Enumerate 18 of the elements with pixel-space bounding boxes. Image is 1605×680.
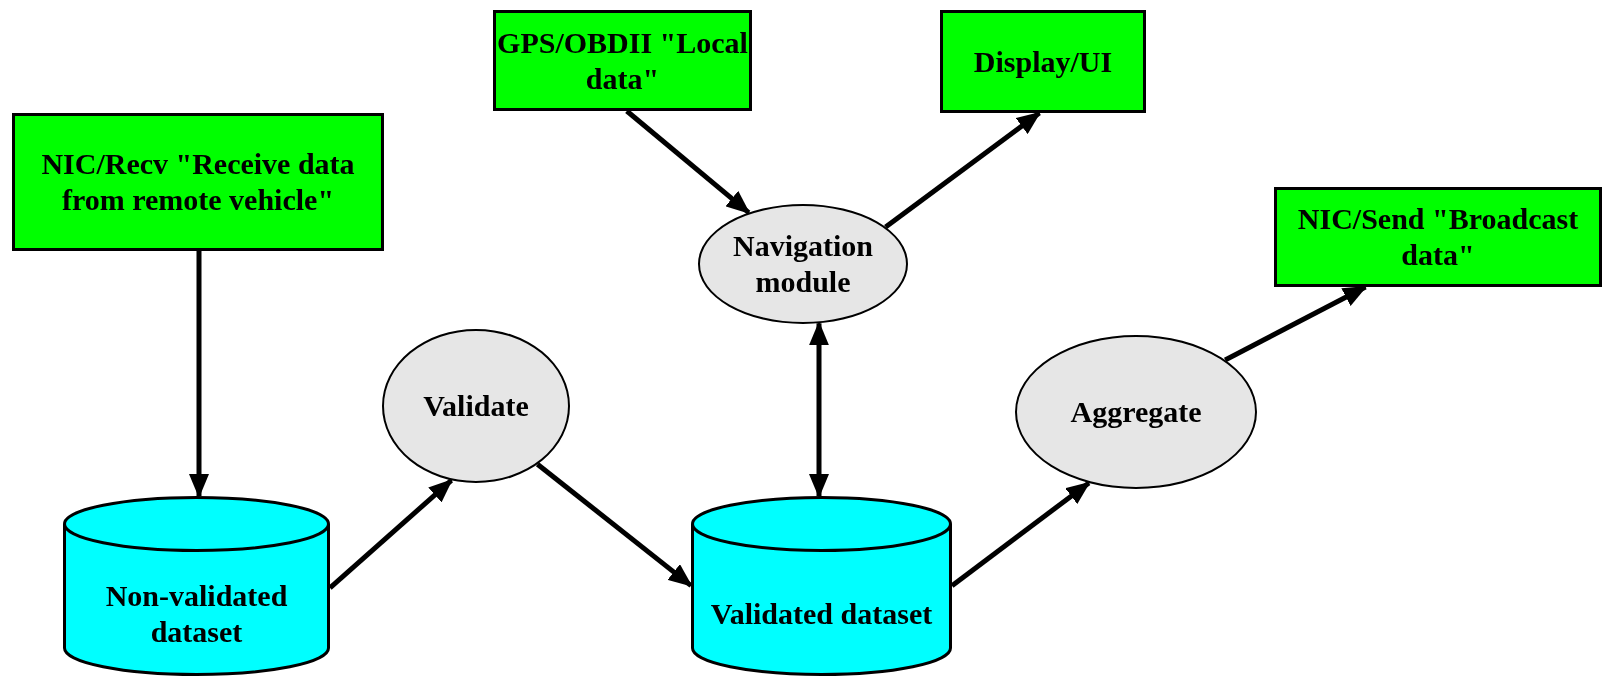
arrow bbox=[809, 321, 829, 498]
node-label: Non-validated dataset bbox=[104, 578, 289, 650]
node-label: Aggregate bbox=[1070, 394, 1202, 430]
node-label: NIC/Recv "Receive data from remote vehicle" bbox=[40, 146, 356, 218]
arrow bbox=[950, 480, 1091, 588]
node-label: Navigation module bbox=[732, 228, 874, 300]
node-label: Validate bbox=[423, 388, 529, 424]
node-label: NIC/Send "Broadcast data" bbox=[1296, 201, 1580, 273]
arrow bbox=[189, 251, 209, 498]
process-box bbox=[1274, 187, 1602, 287]
process-box bbox=[12, 113, 384, 251]
process-box bbox=[940, 10, 1146, 113]
arrow bbox=[625, 109, 751, 215]
node-label: Validated dataset bbox=[710, 596, 933, 632]
process-box bbox=[493, 10, 752, 111]
node-label: GPS/OBDII "Local data" bbox=[496, 24, 749, 97]
node-label: Display/UI bbox=[973, 43, 1113, 80]
arrow bbox=[884, 111, 1041, 229]
